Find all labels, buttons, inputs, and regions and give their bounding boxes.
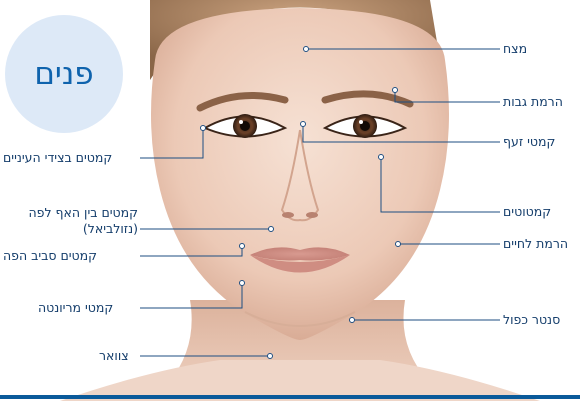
leader-dot-marionette [240, 281, 245, 286]
label-forehead: מצח [503, 41, 527, 57]
label-nasolabial-line2: (נזולביאל) [3, 221, 138, 237]
label-frown-lines: קמטי זעף [503, 134, 555, 150]
leader-brow-lift [395, 90, 500, 102]
label-brow-lift: הרמת גבות [503, 94, 563, 110]
label-crows-feet: קמטים בצידי העיניים [3, 150, 112, 166]
leader-crows-feet [140, 128, 203, 158]
leader-dot-neck [268, 354, 273, 359]
label-cheek-lift: הרמת לחיים [503, 236, 568, 252]
leader-perioral [140, 246, 242, 256]
leader-marionette [140, 283, 242, 308]
label-nasolabial: קמטים בין האף לפה (נזולביאל) [3, 205, 138, 237]
leader-dot-perioral [240, 244, 245, 249]
label-marionette: קמטי מריונטה [38, 300, 113, 316]
leader-frown-lines [303, 124, 500, 142]
label-perioral: קמטים סביב הפה [3, 248, 97, 264]
label-neck: צוואר [99, 348, 129, 364]
leader-dot-double-chin [350, 318, 355, 323]
leader-dot-brow-lift [393, 88, 398, 93]
leader-dot-crows-feet [201, 126, 206, 131]
label-cheekbones: קמטוטים [503, 204, 551, 220]
leader-dot-cheek-lift [396, 242, 401, 247]
title-badge: פנים [5, 15, 123, 133]
diagram-title: פנים [34, 56, 93, 92]
leader-cheekbones [381, 157, 500, 212]
leader-dot-frown-lines [301, 122, 306, 127]
label-nasolabial-line1: קמטים בין האף לפה [3, 205, 138, 221]
bottom-rule [0, 395, 580, 399]
leader-dot-nasolabial [269, 227, 274, 232]
label-double-chin: סנטר כפול [503, 312, 560, 328]
leader-dot-forehead [304, 47, 309, 52]
leader-dot-cheekbones [379, 155, 384, 160]
